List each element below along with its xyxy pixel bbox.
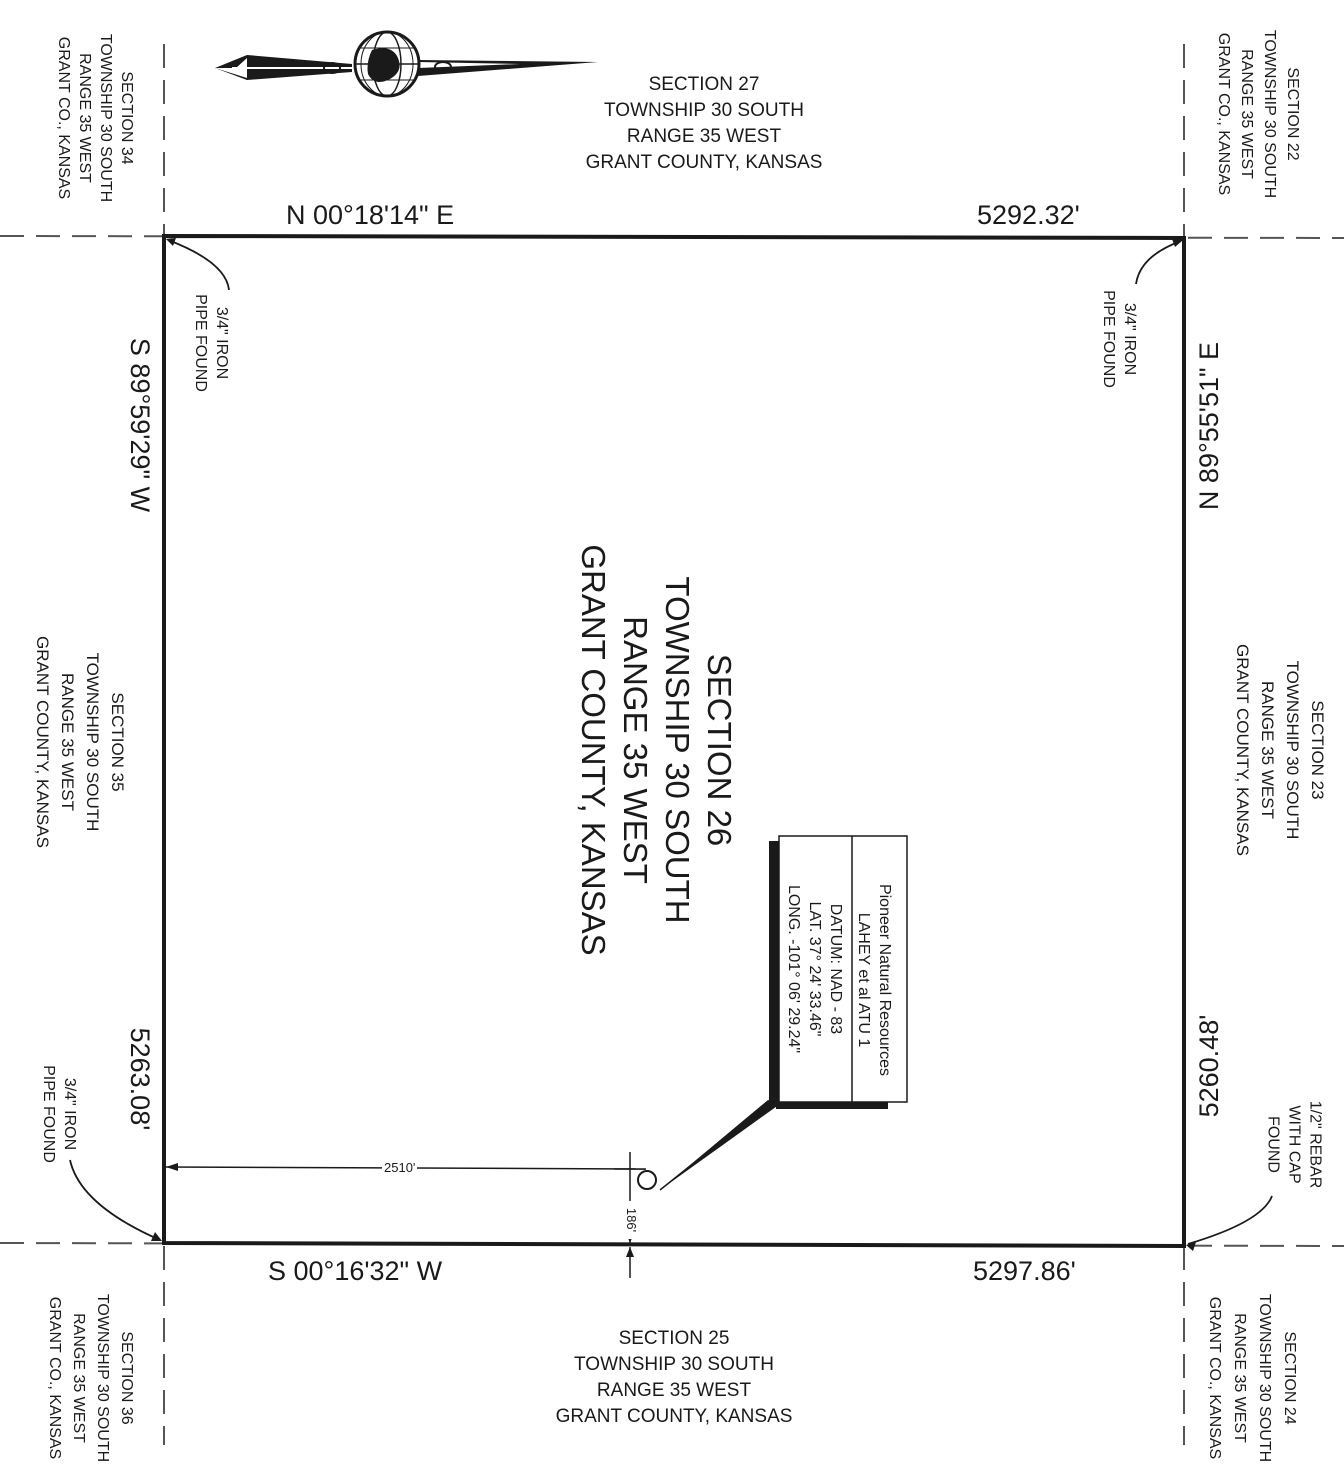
well-long: LONG. -101° 06' 29.24" bbox=[785, 884, 802, 1054]
bottom-distance: 5297.86' bbox=[973, 1256, 1076, 1286]
section-boundary bbox=[162, 233, 1186, 1249]
monument-se-label: 1/2" REBAR WITH CAP FOUND bbox=[1263, 1090, 1326, 1200]
well-offset-west-label: 2510' bbox=[382, 1160, 418, 1175]
monument-se-line: 1/2" REBAR bbox=[1306, 1100, 1324, 1189]
well-name: LAHEY et al ATU 1 bbox=[855, 912, 872, 1048]
neighbor-north-label: SECTION 27 TOWNSHIP 30 SOUTH RANGE 35 WE… bbox=[554, 72, 854, 176]
neighbor-southwest-line: TOWNSHIP 30 SOUTH bbox=[94, 1293, 111, 1463]
well-datum: DATUM: NAD - 83 bbox=[827, 903, 844, 1035]
neighbor-northwest-label: SECTION 34 TOWNSHIP 30 SOUTH RANGE 35 WE… bbox=[53, 28, 137, 208]
well-leader-line bbox=[659, 1101, 771, 1191]
monument-sw-label: 3/4" IRON PIPE FOUND bbox=[38, 1064, 80, 1164]
neighbor-southeast-line: TOWNSHIP 30 SOUTH bbox=[1256, 1293, 1273, 1463]
neighbor-east-line: RANGE 35 WEST bbox=[1258, 681, 1277, 819]
well-operator-block: Pioneer Natural Resources LAHEY et al AT… bbox=[851, 850, 895, 1110]
neighbor-northeast-line: TOWNSHIP 30 SOUTH bbox=[1261, 29, 1278, 199]
well-coords-block: DATUM: NAD - 83 LAT. 37° 24' 33.46" LONG… bbox=[782, 839, 846, 1099]
neighbor-northeast-line: GRANT CO., KANSAS bbox=[1215, 32, 1232, 196]
neighbor-west-line: RANGE 35 WEST bbox=[58, 673, 77, 811]
top-distance: 5292.32' bbox=[977, 200, 1080, 230]
monument-arrowheads bbox=[151, 238, 1196, 1251]
bottom-bearing: S 00°16'32" W bbox=[268, 1256, 443, 1286]
neighbor-east-line: GRANT COUNTY, KANSAS bbox=[1233, 644, 1252, 856]
neighbor-southwest-line: RANGE 35 WEST bbox=[70, 1313, 87, 1443]
neighbor-south-line: TOWNSHIP 30 SOUTH bbox=[574, 1354, 774, 1375]
neighbor-north-line: TOWNSHIP 30 SOUTH bbox=[604, 100, 804, 121]
subject-range: RANGE 35 WEST bbox=[617, 616, 654, 884]
monument-se-line: FOUND bbox=[1264, 1116, 1282, 1173]
neighbor-southeast-line: GRANT CO., KANSAS bbox=[1206, 1296, 1223, 1460]
neighbor-north-line: GRANT COUNTY, KANSAS bbox=[585, 152, 823, 173]
subject-county: GRANT COUNTY, KANSAS bbox=[575, 544, 612, 956]
neighbor-east-label: SECTION 23 TOWNSHIP 30 SOUTH RANGE 35 WE… bbox=[1230, 640, 1330, 860]
monument-sw-line: 3/4" IRON bbox=[61, 1077, 78, 1151]
well-info-box-frame bbox=[769, 835, 908, 1109]
neighbor-southeast-line: SECTION 24 bbox=[1281, 1331, 1298, 1425]
neighbor-west-line: TOWNSHIP 30 SOUTH bbox=[83, 652, 102, 832]
left-distance: 5263.08' bbox=[125, 1027, 155, 1131]
neighbor-northeast-line: SECTION 22 bbox=[1284, 67, 1301, 161]
subject-section: SECTION 26 bbox=[701, 653, 738, 847]
neighbor-north-line: RANGE 35 WEST bbox=[626, 126, 782, 147]
neighbor-west-label: SECTION 35 TOWNSHIP 30 SOUTH RANGE 35 WE… bbox=[30, 632, 130, 852]
neighbor-southeast-line: RANGE 35 WEST bbox=[1231, 1313, 1248, 1443]
neighbor-northwest-line: TOWNSHIP 30 SOUTH bbox=[97, 33, 114, 203]
top-bearing: N 00°18'14" E bbox=[286, 200, 455, 230]
neighbor-southwest-line: GRANT CO., KANSAS bbox=[46, 1296, 63, 1460]
left-bearing: S 89°59'29" W bbox=[125, 337, 155, 513]
globe-compass-arrow-icon bbox=[215, 30, 598, 98]
neighbor-northwest-line: RANGE 35 WEST bbox=[76, 53, 93, 183]
neighbor-southwest-line: SECTION 36 bbox=[118, 1331, 135, 1425]
monument-se-line: WITH CAP bbox=[1285, 1105, 1303, 1184]
neighbor-south-line: SECTION 25 bbox=[618, 1328, 730, 1349]
neighbor-southwest-label: SECTION 36 TOWNSHIP 30 SOUTH RANGE 35 WE… bbox=[42, 1288, 138, 1468]
neighbor-south-line: GRANT COUNTY, KANSAS bbox=[555, 1406, 793, 1427]
neighbor-northeast-label: SECTION 22 TOWNSHIP 30 SOUTH RANGE 35 WE… bbox=[1212, 24, 1304, 204]
well-offset-south-label: 186' bbox=[624, 1201, 639, 1239]
monument-nw-line: 3/4" IRON bbox=[213, 306, 230, 380]
well-lat: LAT. 37° 24' 33.46" bbox=[806, 901, 823, 1037]
right-bearing: N 89°55'51" E bbox=[1194, 341, 1224, 511]
neighbor-west-line: SECTION 35 bbox=[108, 692, 127, 792]
neighbor-west-line: GRANT COUNTY, KANSAS bbox=[33, 636, 52, 848]
neighbor-south-label: SECTION 25 TOWNSHIP 30 SOUTH RANGE 35 WE… bbox=[524, 1326, 824, 1430]
monument-nw-label: 3/4" IRON PIPE FOUND bbox=[190, 293, 232, 393]
right-distance: 5260.48' bbox=[1194, 1014, 1224, 1118]
neighbor-north-line: SECTION 27 bbox=[648, 74, 760, 95]
well-leader-wedge bbox=[660, 1100, 780, 1190]
subject-township: TOWNSHIP 30 SOUTH bbox=[659, 576, 696, 924]
subject-section-label: SECTION 26 TOWNSHIP 30 SOUTH RANGE 35 WE… bbox=[572, 530, 740, 970]
neighbor-east-line: TOWNSHIP 30 SOUTH bbox=[1283, 660, 1302, 840]
neighbor-northeast-line: RANGE 35 WEST bbox=[1238, 49, 1255, 179]
monument-ne-label: 3/4" IRON PIPE FOUND bbox=[1098, 289, 1140, 389]
monument-ne-line: 3/4" IRON bbox=[1121, 302, 1138, 376]
neighbor-east-line: SECTION 23 bbox=[1308, 700, 1327, 800]
well-location-circle-icon bbox=[637, 1170, 657, 1190]
neighbor-northwest-line: SECTION 34 bbox=[118, 71, 135, 165]
neighbor-northwest-line: GRANT CO., KANSAS bbox=[55, 36, 72, 200]
neighbor-south-line: RANGE 35 WEST bbox=[596, 1380, 752, 1401]
monument-leaders bbox=[69, 239, 1273, 1245]
neighbor-southeast-label: SECTION 24 TOWNSHIP 30 SOUTH RANGE 35 WE… bbox=[1202, 1288, 1302, 1468]
monument-ne-line: PIPE FOUND bbox=[1100, 290, 1117, 388]
well-operator: Pioneer Natural Resources bbox=[876, 883, 893, 1077]
monument-sw-line: PIPE FOUND bbox=[40, 1065, 57, 1163]
monument-nw-line: PIPE FOUND bbox=[192, 294, 209, 392]
